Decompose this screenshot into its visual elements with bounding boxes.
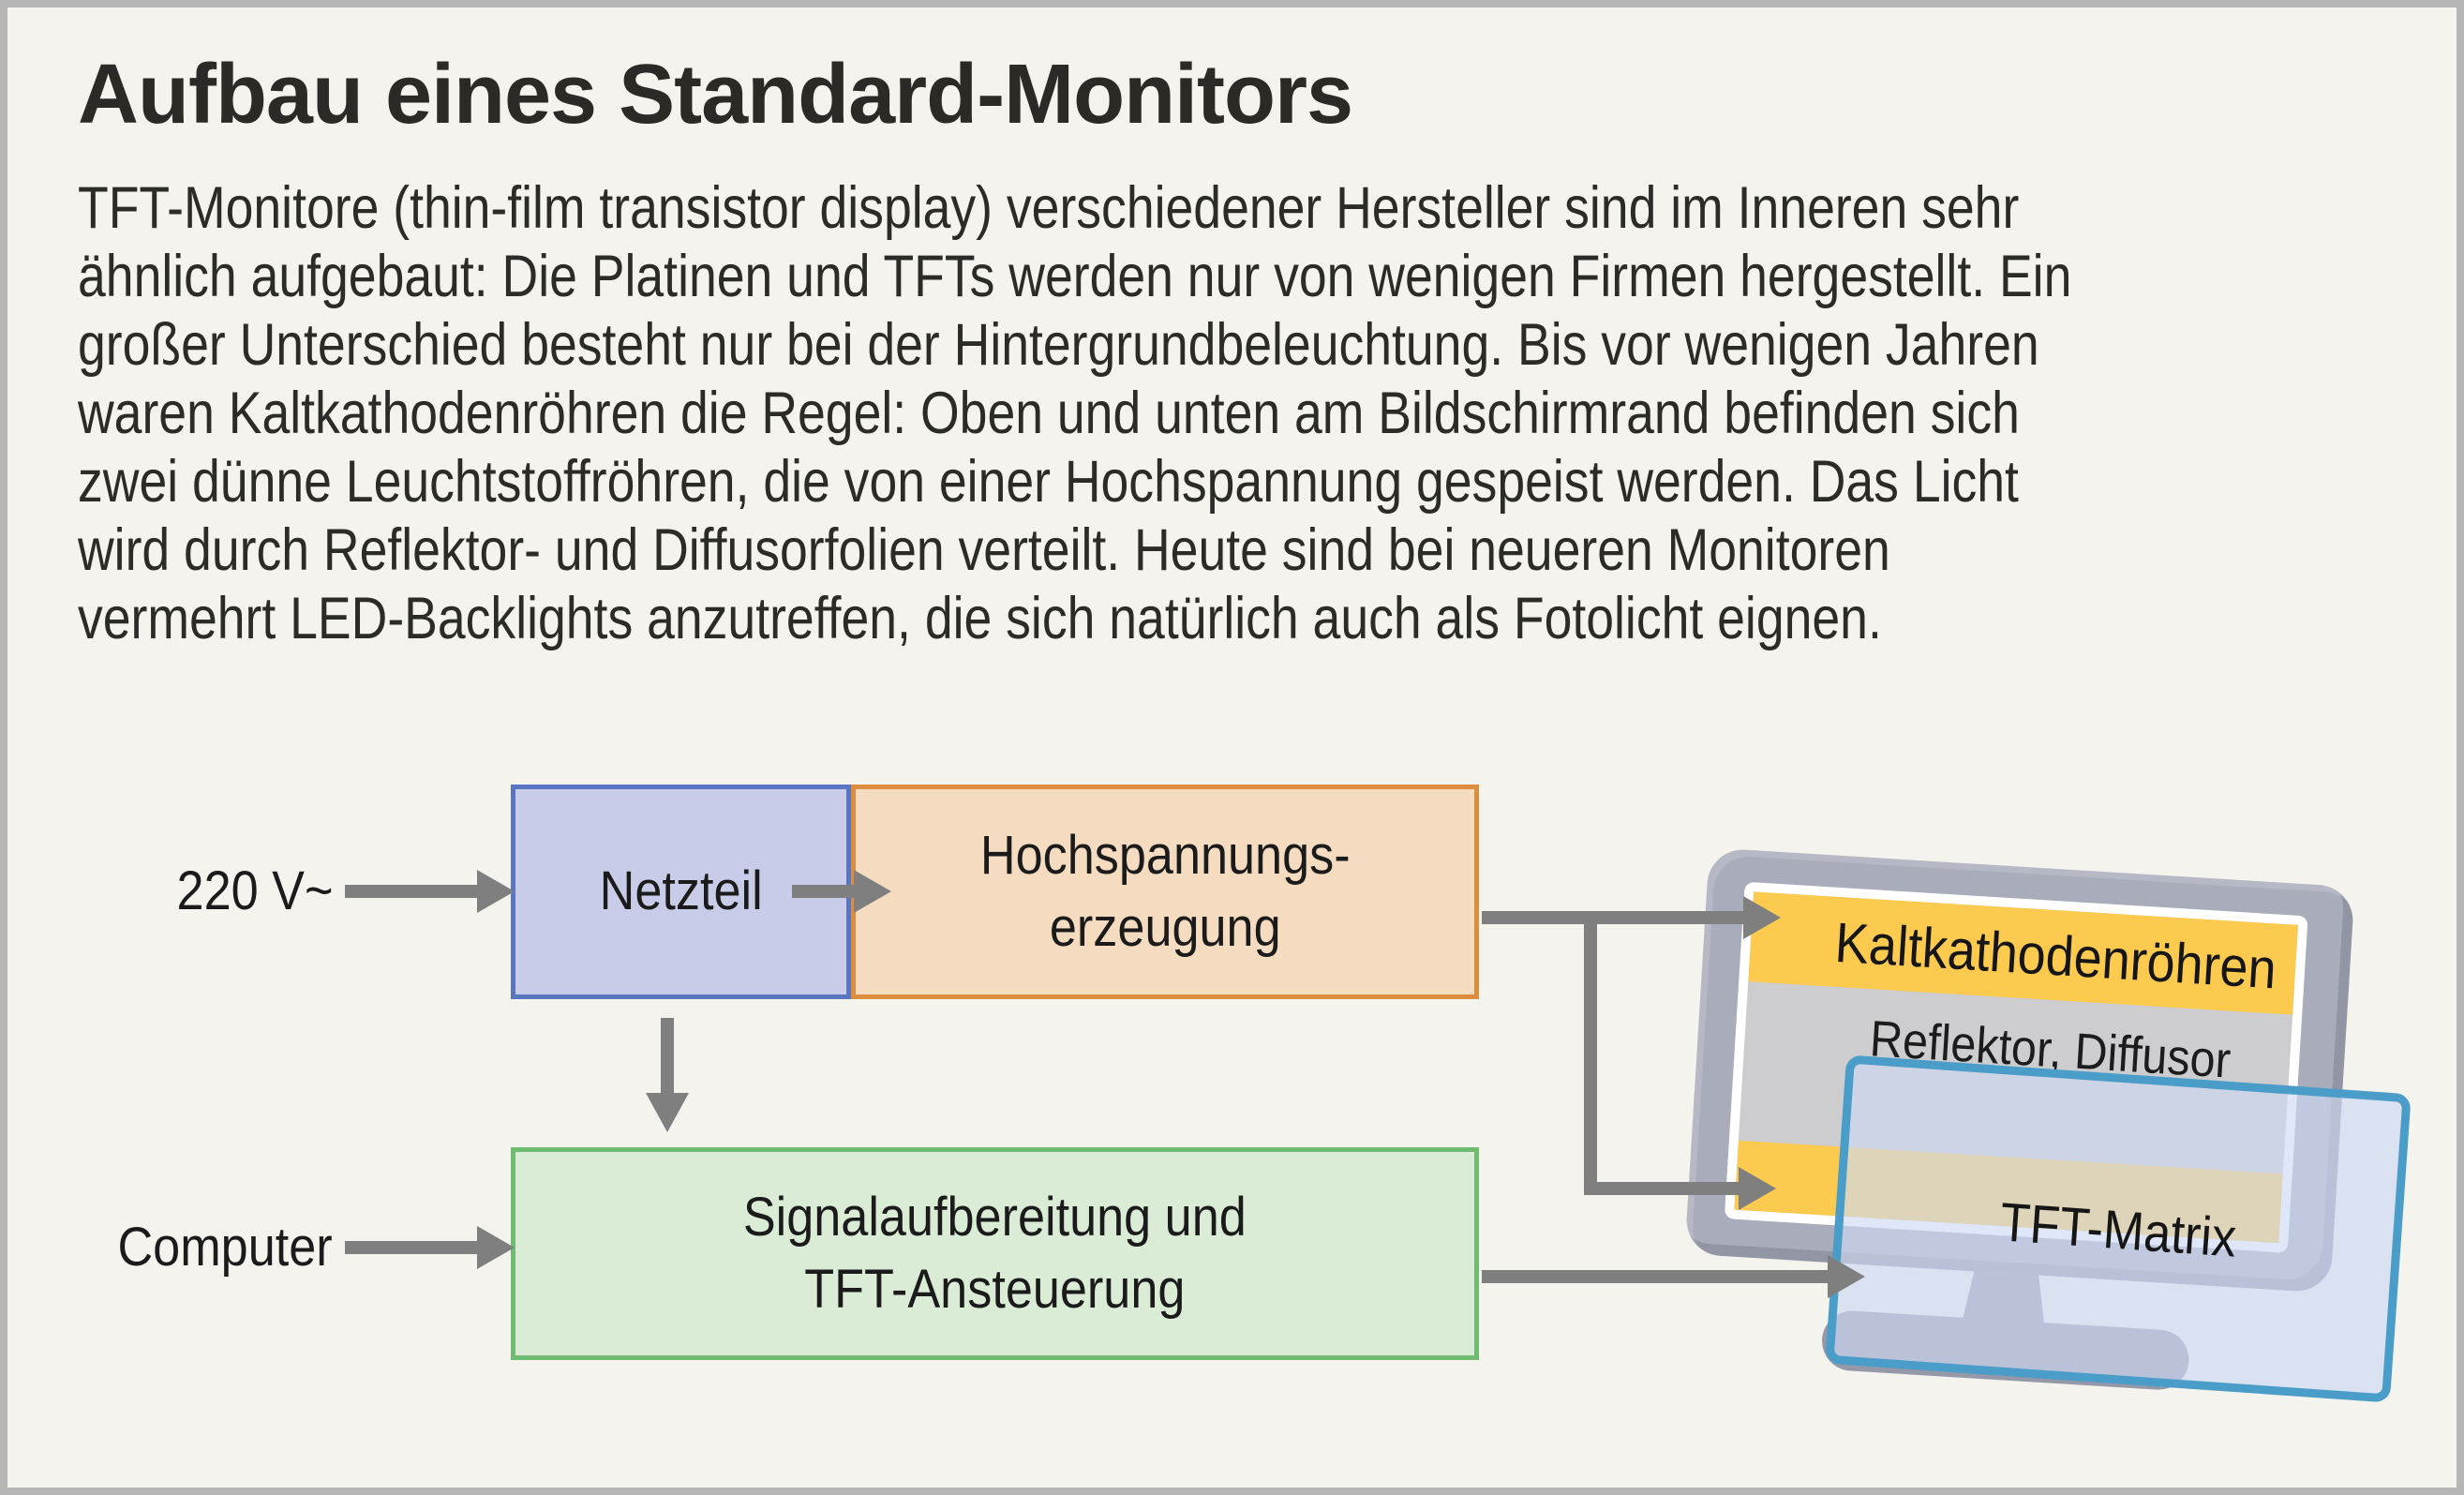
intro-line: vermehrt LED-Backlights anzutreffen, die…	[78, 586, 1882, 651]
signal-label: Signalaufbereitung und TFT-Ansteuerung	[743, 1182, 1247, 1325]
input-label-220v-text: 220 V~	[176, 860, 333, 921]
input-label-computer-text: Computer	[117, 1217, 333, 1278]
netzteil-box: Netzteil	[511, 785, 851, 999]
hochspannung-label: Hochspannungs- erzeugung	[980, 820, 1351, 964]
signal-label-line2: TFT-Ansteuerung	[804, 1258, 1186, 1320]
page-title: Aufbau eines Standard-Monitors	[78, 48, 1353, 142]
signal-box: Signalaufbereitung und TFT-Ansteuerung	[511, 1147, 1479, 1360]
hochspannung-label-line2: erzeugung	[1049, 896, 1281, 958]
intro-line: ähnlich aufgebaut: Die Platinen und TFTs…	[78, 244, 2072, 309]
signal-label-line1: Signalaufbereitung und	[743, 1186, 1247, 1248]
arrowhead-220v-to-netzteil	[477, 870, 515, 913]
arrowhead-netzteil-to-signal	[646, 1093, 689, 1132]
arrowhead-computer-to-signal	[477, 1226, 515, 1269]
intro-line: TFT-Monitore (thin-film transistor displ…	[78, 175, 2020, 241]
backlight-label: Kaltkathodenröhren	[1833, 910, 2278, 1000]
tft-panel-label: TFT-Matrix	[1842, 1180, 2394, 1281]
tft-panel: TFT-Matrix	[1825, 1054, 2412, 1403]
hochspannung-box: Hochspannungs- erzeugung	[851, 785, 1479, 999]
intro-line: großer Unterschied besteht nur bei der H…	[78, 312, 2039, 378]
hochspannung-label-line1: Hochspannungs-	[979, 824, 1351, 886]
netzteil-label: Netzteil	[599, 860, 763, 922]
intro-line: zwei dünne Leuchtstoffröhren, die von ei…	[78, 449, 2019, 515]
input-label-220v: 220 V~	[56, 858, 333, 925]
intro-line: waren Kaltkathodenröhren die Regel: Oben…	[78, 381, 2020, 446]
tft-panel-label-text: TFT-Matrix	[1997, 1191, 2238, 1269]
intro-paragraph: TFT-Monitore (thin-film transistor displ…	[78, 174, 2071, 653]
intro-line: wird durch Reflektor- und Diffusorfolien…	[78, 517, 1890, 583]
input-label-computer: Computer	[56, 1214, 333, 1281]
